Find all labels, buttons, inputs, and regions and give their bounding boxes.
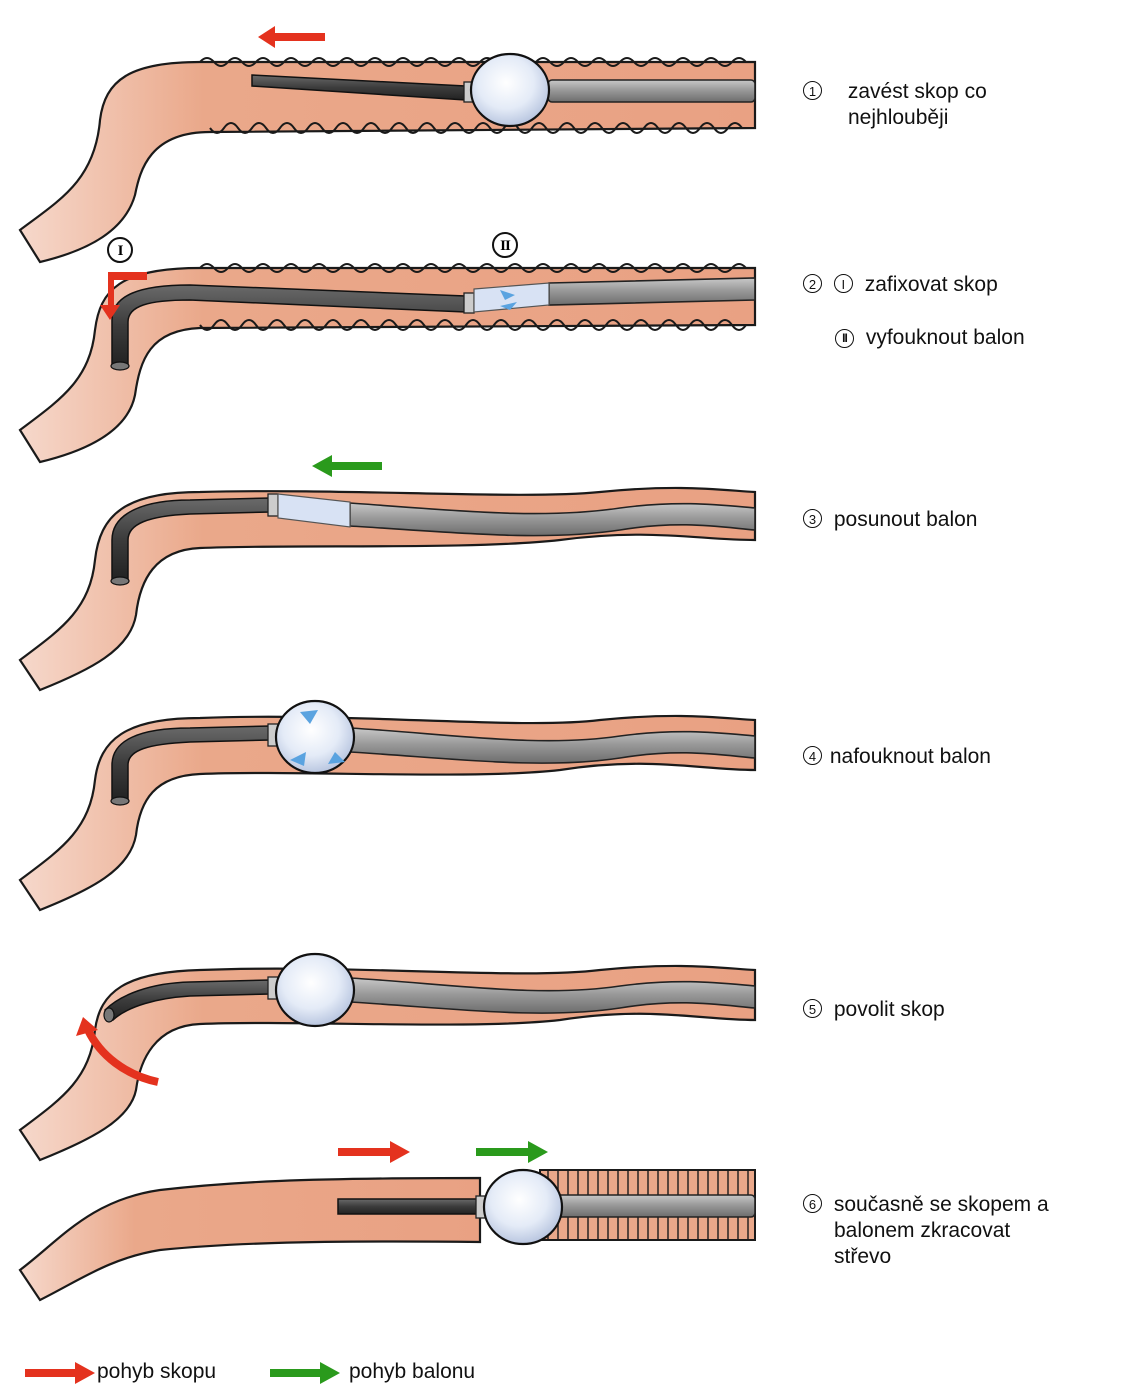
panel-1-overtube	[548, 80, 755, 102]
step-1-label: 1 zavést skop co nejhlouběji	[803, 79, 987, 131]
step-3-label: 3 posunout balon	[803, 507, 977, 533]
step-6-line-1: současně se skopem a	[834, 1193, 1049, 1216]
step-4-number: 4	[803, 746, 822, 765]
step-3-number: 3	[803, 509, 822, 528]
panel-5-balloon	[276, 954, 354, 1026]
panel-6-balloon	[484, 1170, 562, 1244]
panel-6-overtube	[545, 1195, 755, 1217]
step-2-number: 2	[803, 274, 822, 293]
legend-scope-label: pohyb skopu	[97, 1360, 216, 1384]
panel-6-scope-arrow	[338, 1141, 410, 1163]
step-6-label: 6 současně se skopem a balonem zkracovat…	[803, 1192, 1049, 1270]
deflation-marker: II	[492, 232, 518, 258]
step-4-line-1: nafouknout balon	[830, 745, 991, 768]
step-5-number: 5	[803, 999, 822, 1018]
step-6-line-3: střevo	[834, 1245, 891, 1268]
step-1-number: 1	[803, 81, 822, 100]
legend-scope-arrow	[25, 1362, 95, 1384]
fixation-marker: I	[107, 237, 133, 263]
step-3-line-1: posunout balon	[834, 508, 978, 531]
legend-balloon-label: pohyb balonu	[349, 1360, 475, 1384]
panel-6-balloon-arrow	[476, 1141, 548, 1163]
step-2-sub-2-marker: II	[835, 329, 854, 348]
step-6-number: 6	[803, 1194, 822, 1213]
step-5-label: 5 povolit skop	[803, 997, 945, 1023]
panel-3-balloon-arrow	[312, 455, 382, 477]
panel-2-overtube	[549, 278, 755, 305]
step-1-line-1: zavést skop co	[848, 80, 987, 103]
panel-1-scope-arrow	[258, 26, 325, 48]
step-5-line-1: povolit skop	[834, 998, 945, 1021]
step-1-line-2: nejhlouběji	[848, 106, 948, 129]
panel-6-intestine	[20, 1170, 755, 1300]
step-4-label: 4 nafouknout balon	[803, 744, 991, 770]
panel-6-scope	[338, 1199, 478, 1214]
step-2-label: 2 I zafixovat skop	[803, 272, 998, 298]
step-6-line-2: balonem zkracovat	[834, 1219, 1010, 1242]
step-2-sub-2: II vyfouknout balon	[835, 325, 1025, 351]
step-2-sub-1-text: zafixovat skop	[865, 273, 998, 296]
legend-balloon-arrow	[270, 1362, 340, 1384]
step-2-sub-1-marker: I	[834, 274, 853, 293]
step-2-sub-2-text: vyfouknout balon	[866, 326, 1025, 349]
panel-1-balloon	[471, 54, 549, 126]
